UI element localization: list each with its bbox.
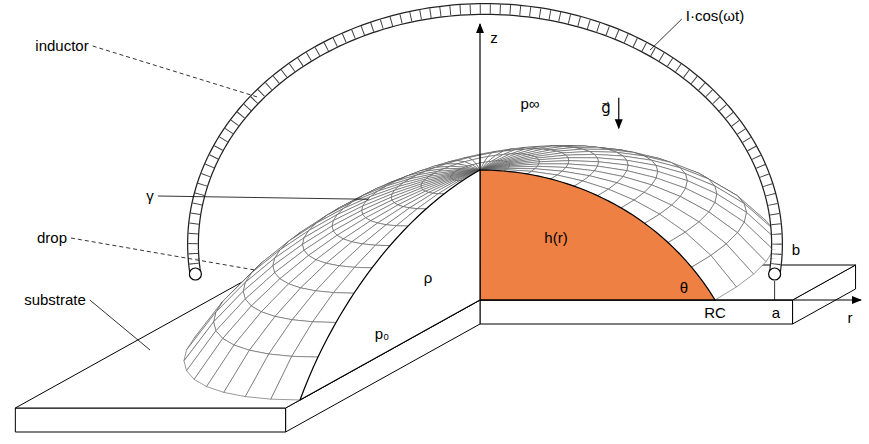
drop-mesh-cell	[480, 164, 510, 170]
radius-marker-line	[774, 281, 775, 300]
gravity-arrow	[618, 98, 619, 129]
density-label: ρ	[424, 270, 433, 287]
leader-line	[158, 196, 369, 199]
surface-tension-label: γ	[146, 188, 154, 205]
inductor-coil	[189, 9, 780, 280]
pressure-label: p₀	[375, 326, 390, 343]
z-axis	[479, 24, 480, 170]
gravity-label: g⃗	[601, 100, 611, 117]
coil-body	[193, 9, 777, 274]
substrate-face	[480, 300, 793, 324]
coil-segments	[193, 9, 777, 274]
coil-outline	[193, 9, 777, 274]
angle-label: θ	[680, 280, 688, 297]
axis-label: z	[490, 30, 498, 47]
leader-line	[90, 300, 150, 350]
drop-mesh-cell	[566, 154, 598, 157]
coil-end	[769, 268, 781, 280]
drop-cut-face	[300, 170, 480, 400]
leader-line	[93, 46, 258, 97]
part-label: drop	[37, 230, 67, 247]
leader-lines	[71, 19, 682, 350]
leader-line	[71, 238, 254, 270]
axis-label: r	[848, 310, 853, 327]
coil-end	[189, 268, 201, 280]
height-label: h(r)	[544, 230, 567, 247]
current-label: I·cos(ωt)	[686, 8, 744, 25]
drop-mesh-cell	[480, 166, 509, 170]
part-label: inductor	[35, 38, 88, 55]
pressure-label: p∞	[520, 96, 539, 113]
drop-surface	[184, 146, 776, 400]
drop-mesh-cell	[480, 165, 510, 170]
dimension-label: RC	[704, 305, 726, 322]
drop-mesh-cell	[480, 163, 509, 170]
leader-line	[650, 19, 682, 50]
substrate-face	[15, 408, 285, 432]
r-axis	[480, 299, 861, 300]
drop-cross-section	[480, 170, 715, 300]
part-label: substrate	[24, 292, 86, 309]
dimension-label: a	[772, 305, 780, 322]
dimension-label: b	[792, 242, 800, 259]
drop-mesh-cell	[539, 161, 569, 164]
